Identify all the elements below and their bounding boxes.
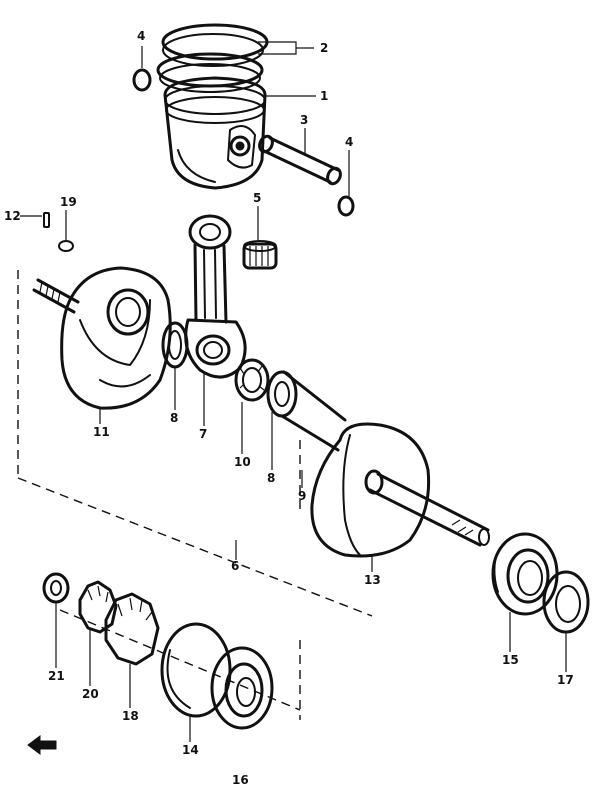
label-5: 5 (253, 191, 261, 205)
small-end-bearing (242, 240, 278, 270)
label-6: 6 (231, 559, 239, 573)
primary-gear-large (104, 592, 160, 666)
part-labels: 1 2 3 4 4 5 6 7 8 8 9 10 11 12 13 14 15 … (4, 29, 574, 787)
piston-pin (258, 134, 342, 186)
label-16: 16 (232, 773, 249, 787)
big-end-bearing (234, 358, 270, 402)
label-7: 7 (199, 427, 207, 441)
primary-gear-small (78, 580, 118, 634)
assembly-dashed-lines (17, 270, 373, 720)
label-17: 17 (557, 673, 574, 687)
label-18: 18 (122, 709, 139, 723)
label-15: 15 (502, 653, 519, 667)
label-8-right: 8 (267, 471, 275, 485)
label-8-left: 8 (170, 411, 178, 425)
thrust-washer-left (161, 321, 189, 369)
main-bearing-right (491, 532, 559, 616)
crank-pin (266, 370, 347, 452)
piston (163, 76, 267, 190)
oil-seal-left (210, 646, 274, 730)
connecting-rod (184, 214, 247, 379)
crank-nut (42, 572, 70, 604)
label-9: 9 (298, 489, 306, 503)
label-19: 19 (60, 195, 77, 209)
label-4-right: 4 (345, 135, 353, 149)
label-20: 20 (82, 687, 99, 701)
label-21: 21 (48, 669, 65, 683)
oil-seal-right (542, 570, 590, 634)
front-direction-arrow (27, 735, 57, 755)
label-12: 12 (4, 209, 21, 223)
main-bearing-left (160, 622, 232, 718)
right-crank-half (310, 422, 490, 558)
label-14: 14 (182, 743, 199, 757)
woodruff-key (43, 212, 50, 228)
label-10: 10 (234, 455, 251, 469)
label-2: 2 (320, 41, 328, 55)
circlip-right (337, 195, 355, 217)
leader-lines (20, 41, 567, 742)
label-4-top: 4 (137, 29, 145, 43)
circlip-top (132, 68, 152, 92)
label-13: 13 (364, 573, 381, 587)
washer (58, 240, 74, 252)
left-crank-half (32, 266, 172, 410)
label-3: 3 (300, 113, 308, 127)
label-11: 11 (93, 425, 110, 439)
label-1: 1 (320, 89, 328, 103)
